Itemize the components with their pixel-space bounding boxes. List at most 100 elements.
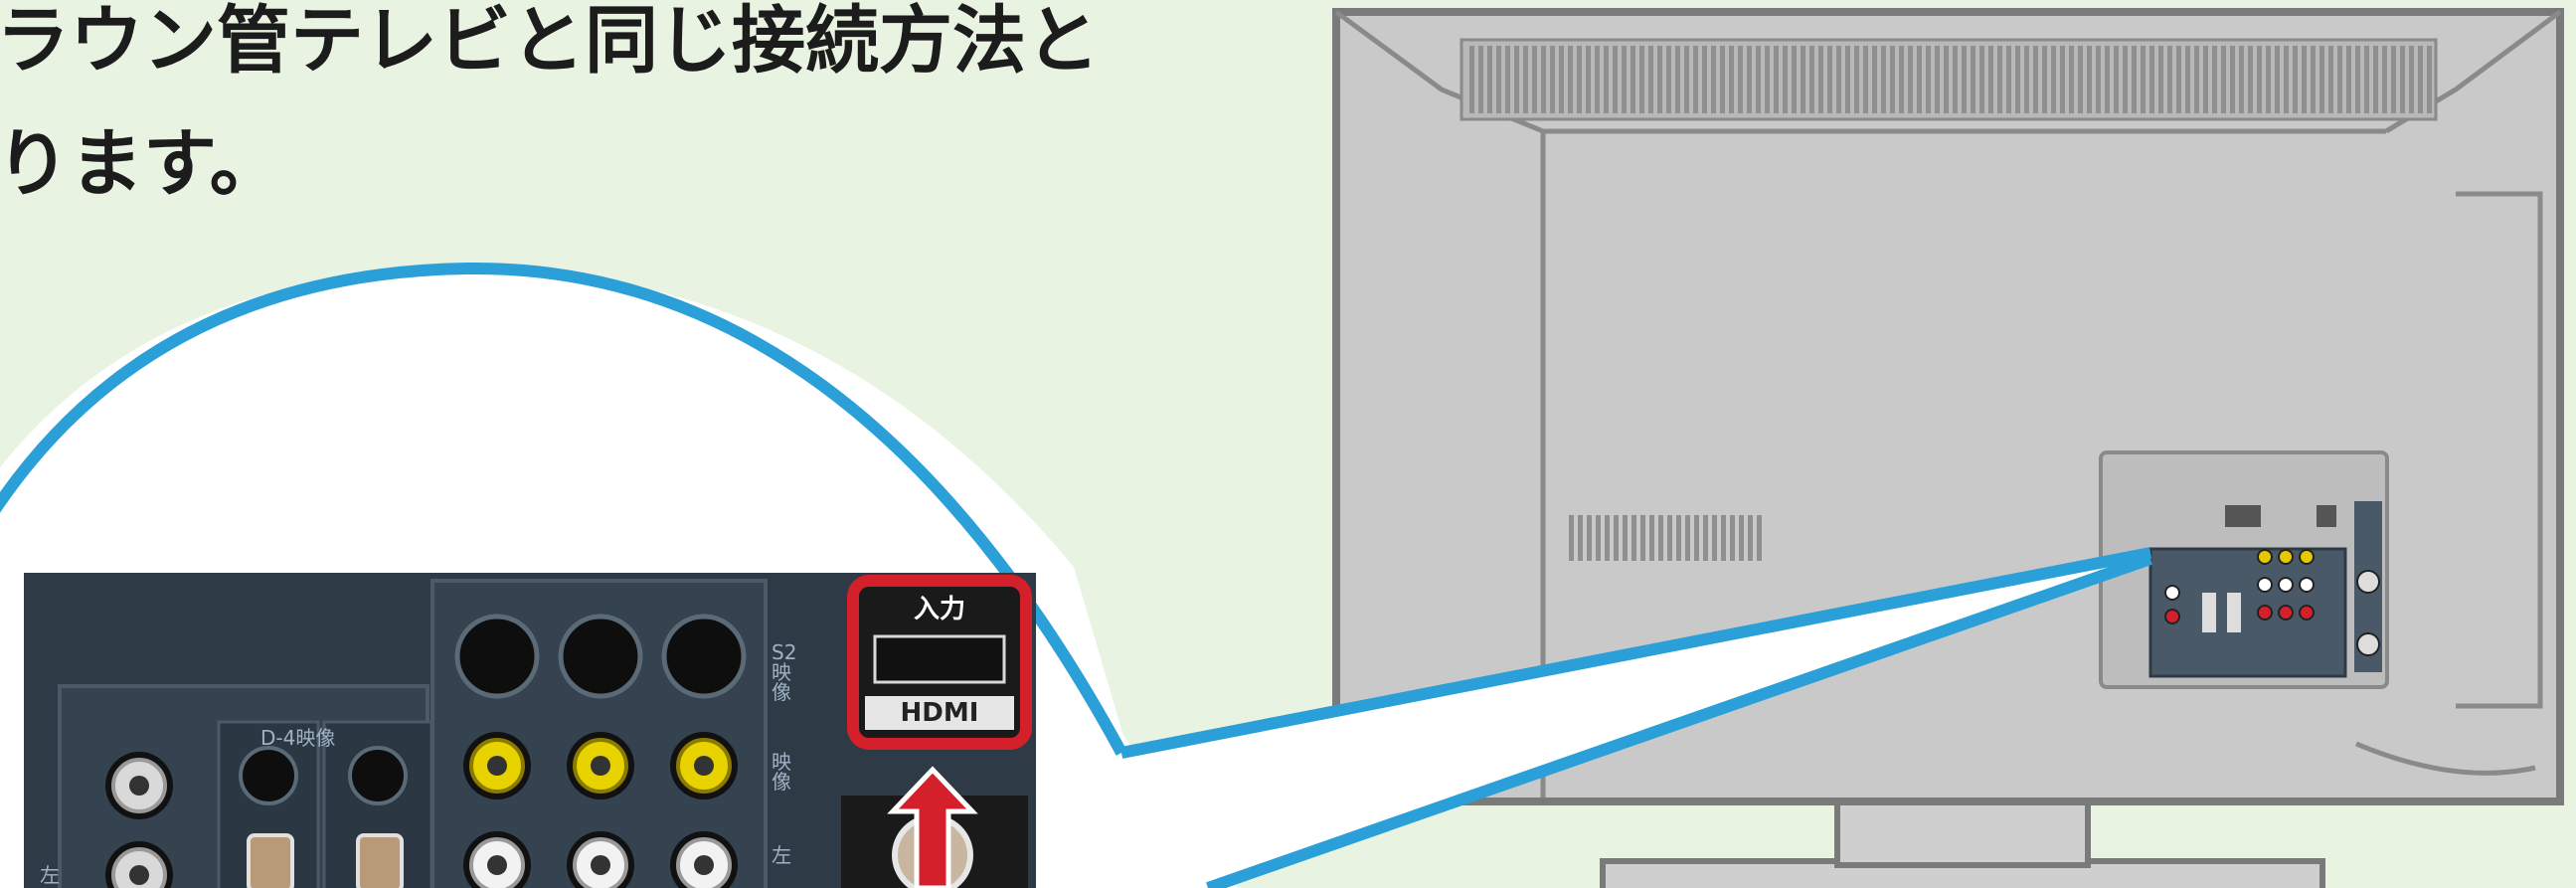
mini-jack (2164, 585, 2180, 601)
vent-slot (2051, 46, 2056, 113)
vent-slot (1694, 515, 1699, 561)
vent-slot (1944, 46, 1949, 113)
vent-slot (1487, 46, 1492, 113)
vent-slot (2311, 46, 2316, 113)
vent-slot (1917, 46, 1922, 113)
vent-slot (1926, 46, 1931, 113)
mini-jack (2278, 577, 2294, 593)
vent-slot (2257, 46, 2262, 113)
vent-slot (1729, 46, 1734, 113)
vent-slot (2266, 46, 2271, 113)
vent-slot (1792, 46, 1797, 113)
mini-jack (2299, 577, 2315, 593)
vent-slot (1757, 515, 1762, 561)
vent-slot (2087, 46, 2092, 113)
vent-slot (2212, 46, 2217, 113)
vent-slot (2167, 46, 2172, 113)
mini-jack (2257, 549, 2273, 565)
vent-slot (1818, 46, 1823, 113)
vent-slot (1532, 46, 1537, 113)
vent-slot (1595, 46, 1600, 113)
mini-jack (2299, 549, 2315, 565)
vent-slot (2355, 46, 2360, 113)
vent-slot (1836, 46, 1841, 113)
vent-slot (2400, 46, 2405, 113)
vent-slot (2141, 46, 2146, 113)
mini-jack (2257, 605, 2273, 621)
vent-slot (2069, 46, 2074, 113)
vent-slot (1702, 46, 1707, 113)
vent-slot (1703, 515, 1708, 561)
side-vent-slots (1569, 515, 1762, 561)
vent-slot (1559, 46, 1564, 113)
vent-slot (2239, 46, 2244, 113)
hdmi-highlight-frame (847, 575, 1032, 750)
vent-slot (2230, 46, 2235, 113)
vent-slot (1774, 46, 1779, 113)
hdmi-port (873, 634, 1006, 684)
d-terminal-port (356, 833, 404, 888)
vent-slot (1586, 46, 1591, 113)
vent-slot (1783, 46, 1788, 113)
mini-port (2202, 593, 2216, 632)
vent-slot (1953, 46, 1958, 113)
vent-slot (1514, 46, 1519, 113)
vent-slot (1613, 46, 1618, 113)
callout-arc (0, 262, 1127, 756)
vent-slot (1568, 46, 1573, 113)
vent-slot (2382, 46, 2387, 113)
vent-slot (2346, 46, 2351, 113)
vent-slot (1631, 515, 1636, 561)
vent-slot (1496, 46, 1501, 113)
vent-slot (1720, 46, 1725, 113)
vent-slot (1979, 46, 1984, 113)
jack-center (591, 855, 610, 875)
mini-jack (2299, 605, 2315, 621)
vent-slot (1622, 46, 1627, 113)
caption-line-1: ラウン管テレビと同じ接続方法と (0, 0, 1100, 84)
vent-slot (1578, 515, 1583, 561)
zoomed-jacks (105, 614, 747, 888)
jack-center (129, 865, 149, 885)
vent-slot (2373, 46, 2378, 113)
vent-slot (1845, 46, 1850, 113)
vent-slot (1908, 46, 1913, 113)
vent-slot (1721, 515, 1726, 561)
hdmi-label-top: 入力 (913, 595, 965, 624)
vent-slot (2194, 46, 2199, 113)
vent-slot (2418, 46, 2423, 113)
vent-slot (1854, 46, 1859, 113)
s-video-jack (454, 614, 540, 699)
vent-slot (1469, 46, 1474, 113)
zoomed-connector-panel (24, 573, 1036, 888)
vent-slot (1747, 46, 1752, 113)
vent-slot (1801, 46, 1805, 113)
top-vent-slots (1469, 46, 2432, 113)
video-label: 映像 (772, 750, 791, 794)
vent-slot (1505, 46, 1510, 113)
vent-slot (1478, 46, 1483, 113)
vent-slot (1738, 46, 1743, 113)
s-video-jack (661, 614, 747, 699)
mini-jack (2278, 605, 2294, 621)
jack-center (487, 756, 507, 776)
vent-slot (2176, 46, 2181, 113)
vent-slot (1631, 46, 1635, 113)
jack-socket (348, 746, 408, 805)
up-arrow-icon (887, 766, 978, 888)
mini-jack (2278, 549, 2294, 565)
vent-slot (2364, 46, 2369, 113)
vent-slot (2203, 46, 2208, 113)
hdmi-label-bottom: HDMI (900, 698, 979, 728)
vent-slot (1666, 46, 1671, 113)
vent-slot (2158, 46, 2163, 113)
jack-center (694, 855, 714, 875)
vent-slot (1684, 46, 1689, 113)
vent-slot (2042, 46, 2047, 113)
vent-slot (2221, 46, 2226, 113)
callout-pointer-bottom (1206, 553, 2152, 888)
vent-slot (1748, 515, 1753, 561)
vent-slot (1711, 46, 1716, 113)
jack-center (129, 776, 149, 796)
